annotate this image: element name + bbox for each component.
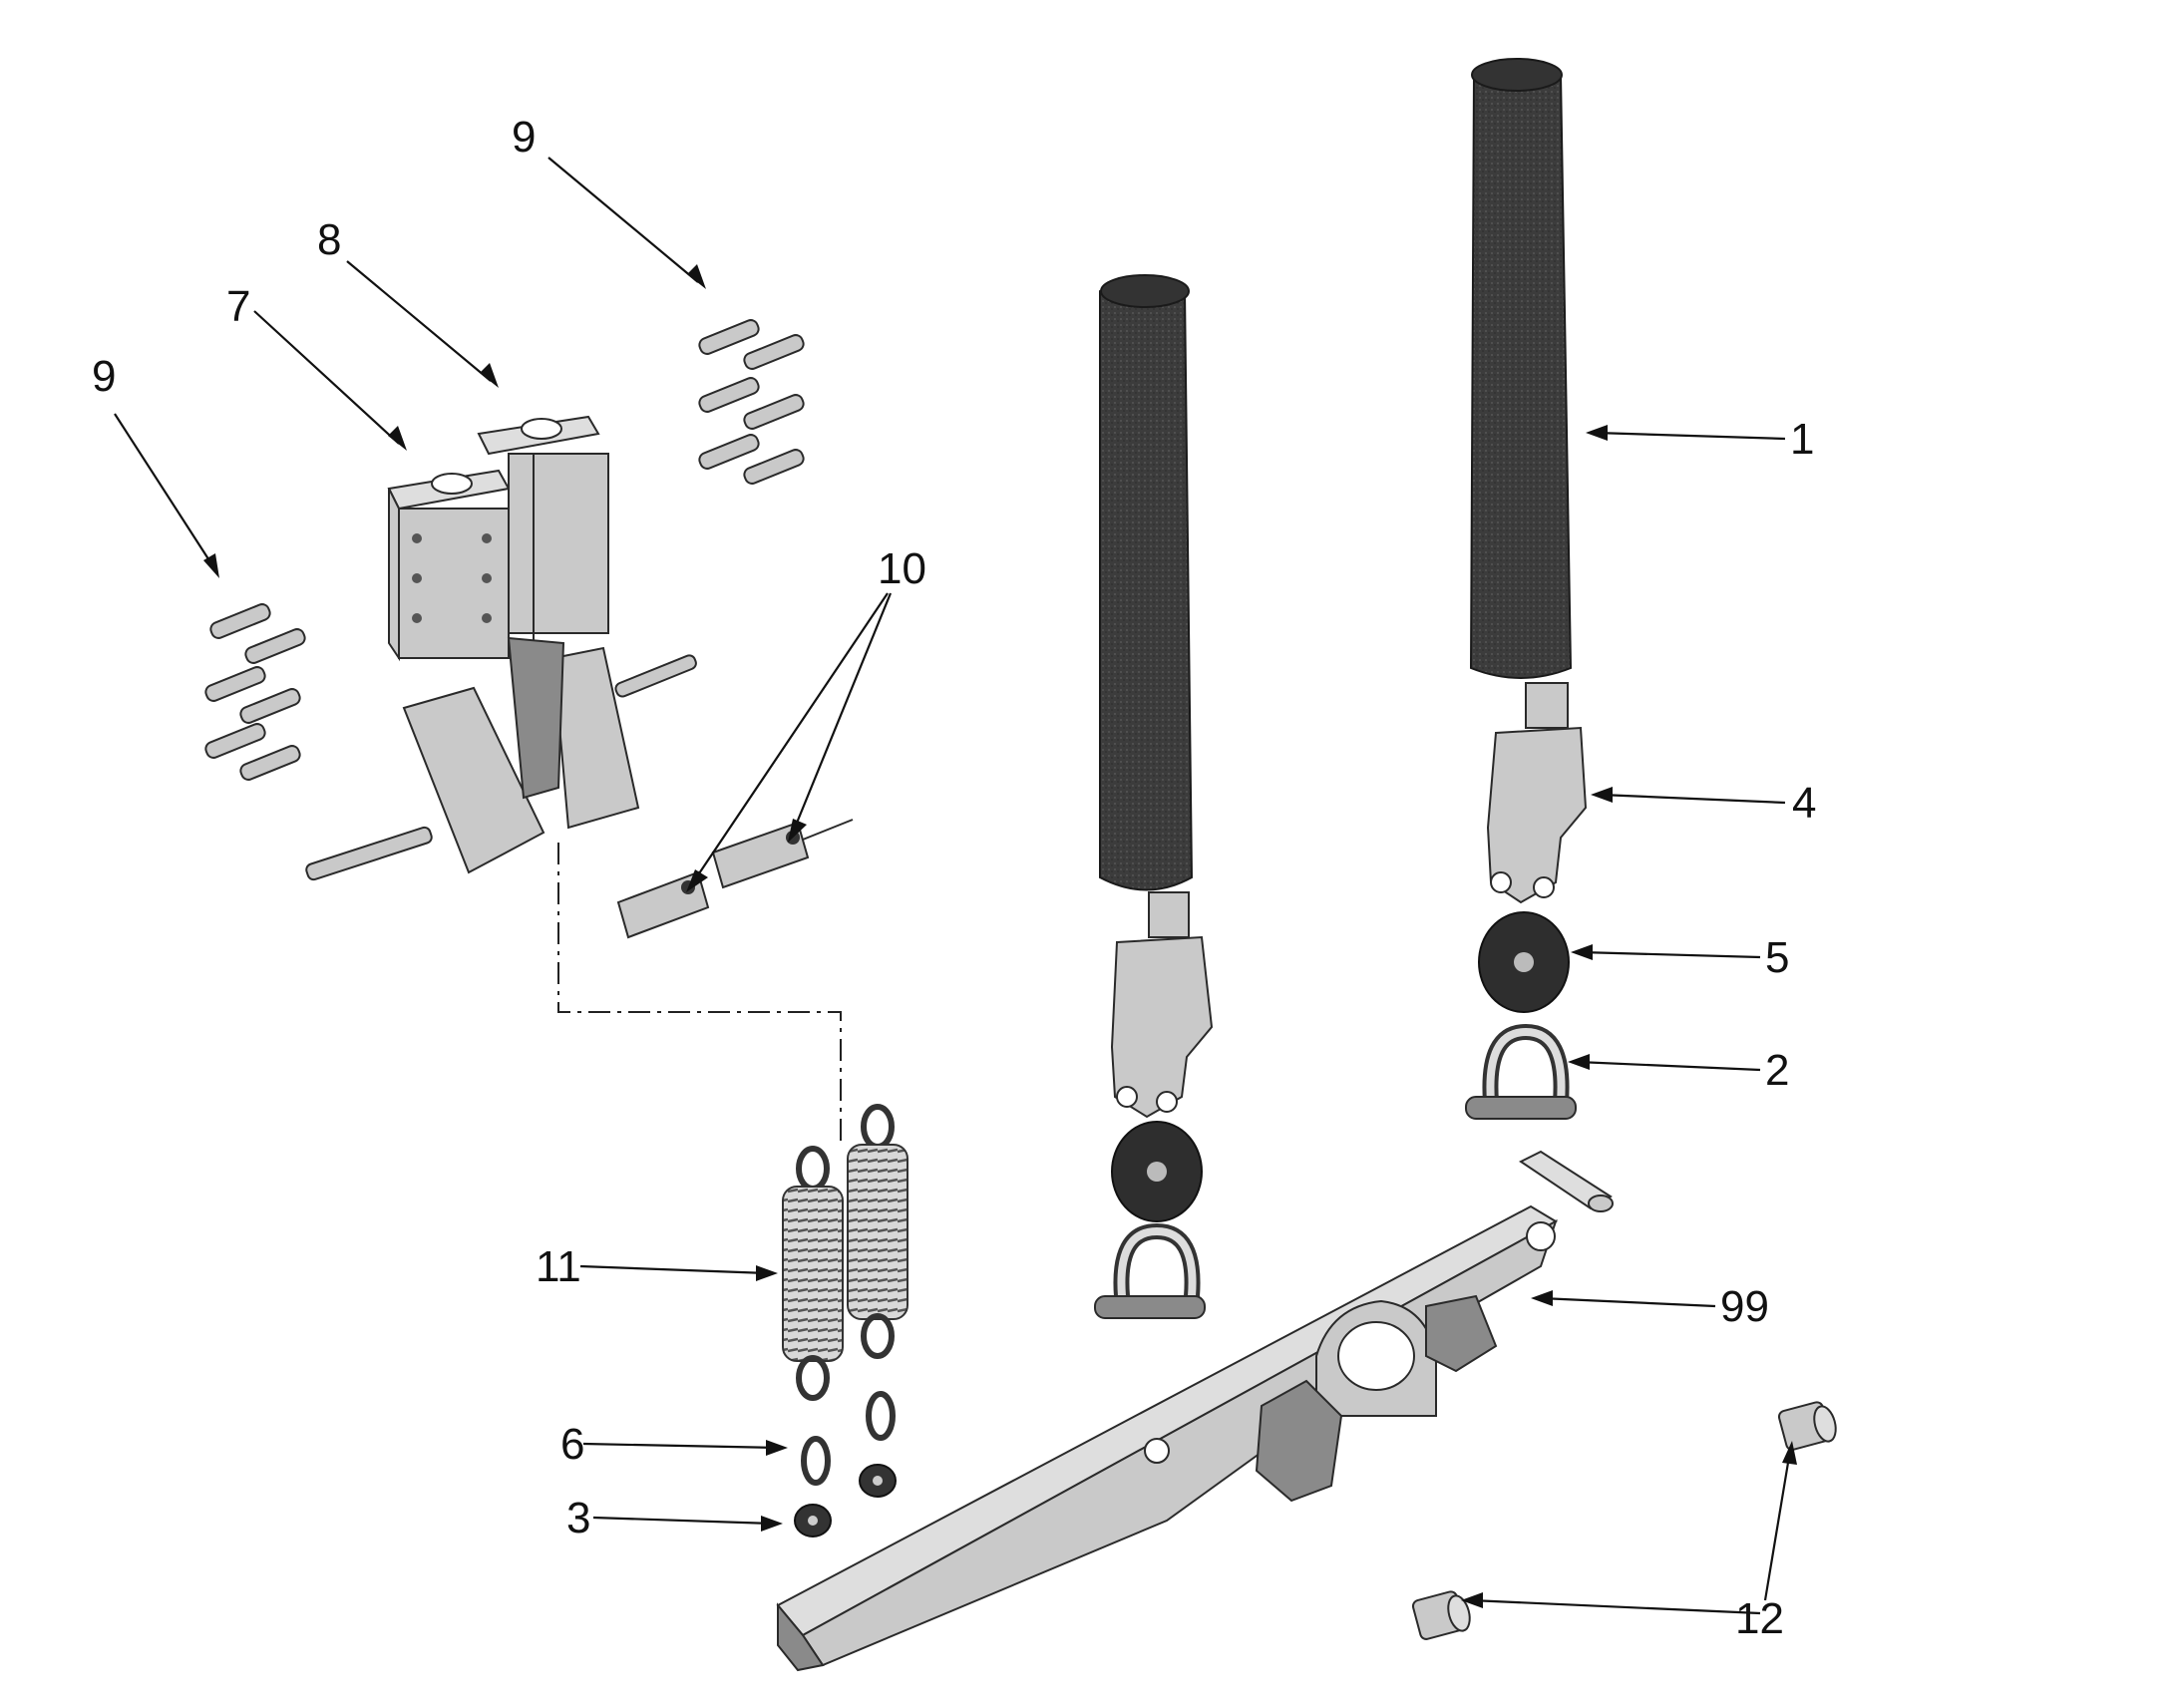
callout-9-left: 9 (92, 352, 116, 401)
small-clamps (616, 819, 854, 939)
bushing-lower (1411, 1590, 1471, 1640)
sleeve-part-right (1469, 58, 1573, 679)
clevis-bracket-right (1486, 682, 1588, 904)
callout-7: 7 (226, 282, 250, 331)
callout-10: 10 (878, 544, 926, 593)
callout-12: 12 (1735, 1594, 1784, 1643)
bolts-left (204, 603, 306, 781)
spring-right (847, 1104, 908, 1359)
callout-8: 8 (317, 215, 341, 264)
spring-left (782, 1146, 844, 1401)
shackle-right (1465, 1023, 1577, 1120)
clamp-block-8 (477, 415, 609, 778)
roller-left (1111, 1121, 1203, 1222)
bolts-right (698, 319, 805, 485)
callout-99: 99 (1720, 1282, 1769, 1331)
bushing-upper (1777, 1401, 1837, 1451)
clevis-bracket-left (1110, 891, 1214, 1119)
assembly-center-line (557, 843, 842, 1142)
mount-plate (305, 636, 697, 881)
callout-4: 4 (1792, 779, 1816, 828)
callout-11: 11 (536, 1242, 581, 1291)
shackle-left (1094, 1222, 1206, 1319)
spring-anchors (794, 1464, 897, 1537)
sleeve-part-left (1099, 274, 1194, 891)
leader-lines (114, 157, 1797, 1615)
callout-9-right: 9 (512, 113, 536, 162)
spring-clips (801, 1391, 896, 1486)
clamp-block-7 (387, 469, 511, 662)
callout-5: 5 (1765, 933, 1789, 982)
callout-3: 3 (566, 1494, 590, 1542)
callout-1: 1 (1790, 415, 1814, 464)
main-beam (776, 1150, 1614, 1672)
callout-6: 6 (560, 1420, 584, 1469)
roller-right (1478, 911, 1570, 1013)
callout-2: 2 (1765, 1046, 1789, 1095)
